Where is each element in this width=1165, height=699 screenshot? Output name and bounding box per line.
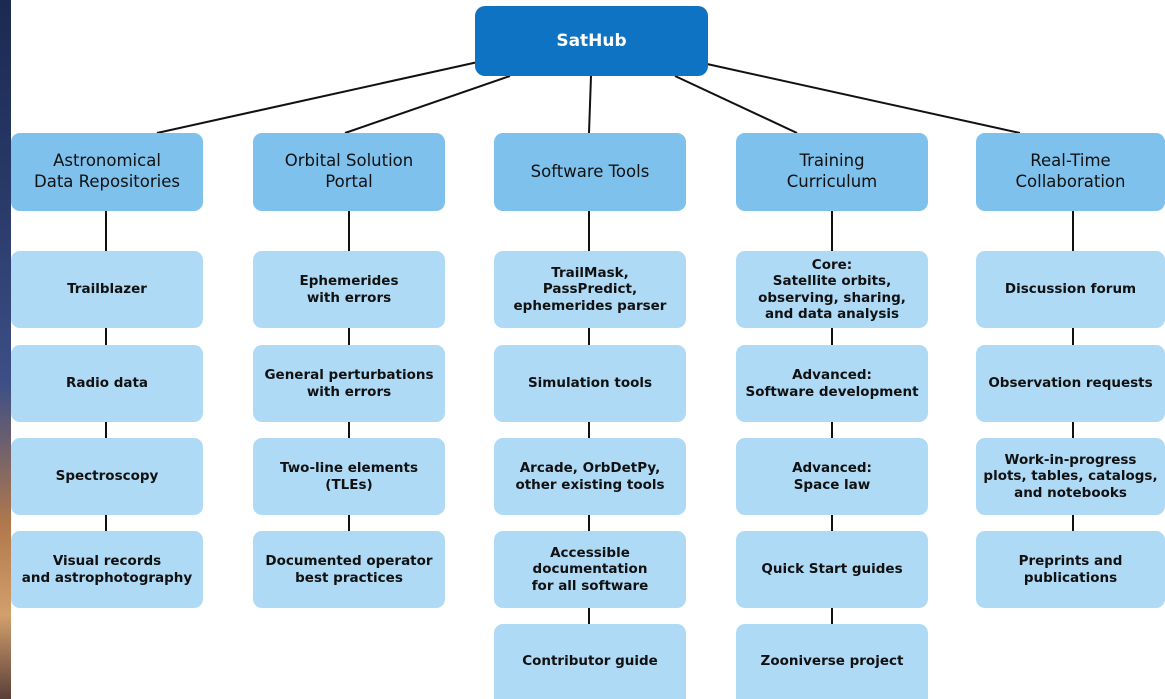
category-astronomical-data-repositories: Astronomical Data Repositories (11, 133, 203, 211)
category-training-curriculum: Training Curriculum (736, 133, 928, 211)
node-discussion-forum: Discussion forum (976, 251, 1165, 328)
node-simulation-tools: Simulation tools (494, 345, 686, 422)
node-radio-data: Radio data (11, 345, 203, 422)
node-preprints-publications: Preprints and publications (976, 531, 1165, 608)
node-observation-requests: Observation requests (976, 345, 1165, 422)
space-background-strip (0, 0, 11, 699)
node-trailblazer: Trailblazer (11, 251, 203, 328)
node-work-in-progress: Work-in-progress plots, tables, catalogs… (976, 438, 1165, 515)
category-software-tools: Software Tools (494, 133, 686, 211)
node-arcade-orbdetpy: Arcade, OrbDetPy, other existing tools (494, 438, 686, 515)
node-advanced-software-development: Advanced: Software development (736, 345, 928, 422)
node-ephemerides-with-errors: Ephemerides with errors (253, 251, 445, 328)
root-node-sathub: SatHub (475, 6, 708, 76)
category-real-time-collaboration: Real-Time Collaboration (976, 133, 1165, 211)
node-visual-records: Visual records and astrophotography (11, 531, 203, 608)
node-accessible-documentation: Accessible documentation for all softwar… (494, 531, 686, 608)
node-zooniverse-project: Zooniverse project (736, 624, 928, 699)
node-spectroscopy: Spectroscopy (11, 438, 203, 515)
node-quick-start-guides: Quick Start guides (736, 531, 928, 608)
node-documented-operator-practices: Documented operator best practices (253, 531, 445, 608)
category-orbital-solution-portal: Orbital Solution Portal (253, 133, 445, 211)
node-core-curriculum: Core: Satellite orbits, observing, shari… (736, 251, 928, 328)
node-trailmask-passpredict: TrailMask, PassPredict, ephemerides pars… (494, 251, 686, 328)
node-two-line-elements: Two-line elements (TLEs) (253, 438, 445, 515)
node-advanced-space-law: Advanced: Space law (736, 438, 928, 515)
node-general-perturbations: General perturbations with errors (253, 345, 445, 422)
node-contributor-guide: Contributor guide (494, 624, 686, 699)
